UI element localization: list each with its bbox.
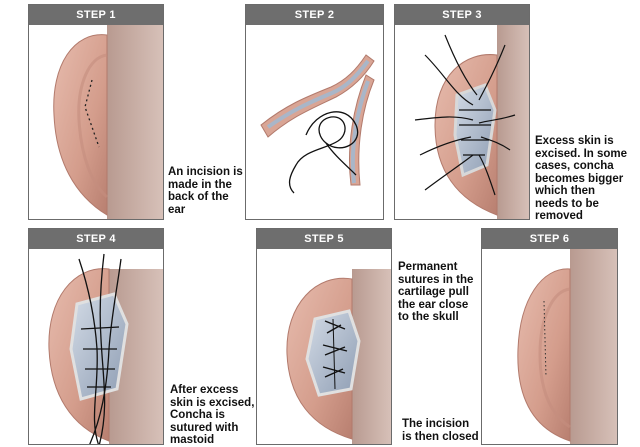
step-2-panel: STEP 2 (245, 4, 384, 220)
step-3-header: STEP 3 (395, 5, 529, 25)
step-2-illustration (260, 54, 375, 194)
step-5-illustration (286, 269, 391, 444)
step-3-caption: Excess skin is excised. In some cases, c… (535, 135, 628, 222)
step-5-header: STEP 5 (257, 229, 391, 249)
step-3-panel: STEP 3 (394, 4, 530, 220)
step-4-header: STEP 4 (29, 229, 163, 249)
step-3-illustration (414, 25, 529, 219)
step-6-caption: The incision is then closed (402, 418, 479, 443)
step-4-caption: After excess skin is excised, Concha is … (170, 384, 255, 446)
step-1-caption: An incision is made in the back of the e… (168, 166, 243, 216)
step-1-header: STEP 1 (29, 5, 163, 25)
step-1-panel: STEP 1 (28, 4, 164, 220)
step-4-illustration (48, 253, 163, 444)
step-4-panel: STEP 4 (28, 228, 164, 445)
step-1-illustration (53, 25, 163, 219)
step-6-header: STEP 6 (482, 229, 617, 249)
step-2-header: STEP 2 (246, 5, 383, 25)
step-5-caption: Permanent sutures in the cartilage pull … (398, 261, 474, 323)
step-6-panel: STEP 6 (481, 228, 618, 445)
step-6-illustration (517, 249, 617, 444)
step-5-panel: STEP 5 (256, 228, 392, 445)
